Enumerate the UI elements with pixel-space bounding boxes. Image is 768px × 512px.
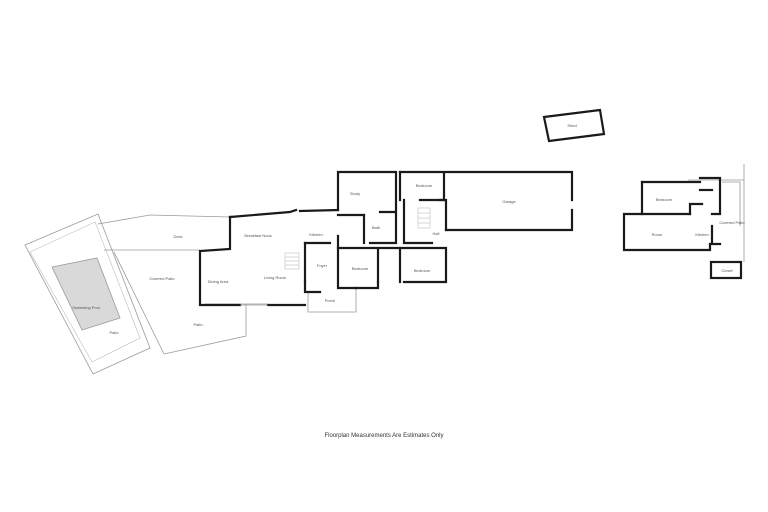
room-label-foyer: Foyer [317, 263, 328, 268]
room-label-garage: Garage [502, 199, 516, 204]
room-label-dining-area: Dining Area [208, 279, 229, 284]
room-label-annex-kitchen: Kitchen [695, 232, 708, 237]
room-label-bedroom-top: Bedroom [416, 183, 433, 188]
room-label-study: Study [350, 191, 360, 196]
room-label-living-room: Living Room [264, 275, 287, 280]
room-label-covered-patio: Covered Patio [149, 276, 175, 281]
room-label-bath: Bath [372, 225, 380, 230]
room-label-porch: Porch [325, 298, 335, 303]
room-label-swimming-pool: Swimming Pool [72, 305, 100, 310]
room-label-annex-room: Room [652, 232, 663, 237]
room-label-pool-deck: Patio [109, 330, 119, 335]
pool-area: Swimming Pool Patio [24, 213, 151, 375]
outdoor-areas: Deck Covered Patio Patio Porch [97, 214, 357, 355]
annex-structure: Bedroom Room Kitchen Covered Patio Close… [622, 164, 745, 280]
stairs [284, 207, 431, 270]
room-label-annex-closet: Closet [721, 268, 733, 273]
swimming-pool-shape [51, 257, 121, 331]
room-label-breakfast-nook: Breakfast Nook [244, 233, 271, 238]
floorplan-caption: Floorplan Measurements Are Estimates Onl… [324, 433, 443, 439]
room-label-patio: Patio [193, 322, 203, 327]
room-label-shed: Shed [567, 123, 576, 128]
shed-structure: Shed [542, 108, 606, 143]
room-label-annex-covered-patio: Covered Patio [719, 220, 745, 225]
room-label-hall: Hall [433, 231, 440, 236]
main-house-labels: Study Bedroom Garage Breakfast Nook Kitc… [208, 183, 517, 284]
room-label-kitchen: Kitchen [309, 232, 322, 237]
room-label-bedroom-right: Bedroom [414, 268, 431, 273]
main-house-walls [198, 170, 574, 307]
room-label-bedroom-mid: Bedroom [352, 266, 369, 271]
room-label-annex-bedroom: Bedroom [656, 197, 673, 202]
room-label-deck: Deck [173, 234, 182, 239]
